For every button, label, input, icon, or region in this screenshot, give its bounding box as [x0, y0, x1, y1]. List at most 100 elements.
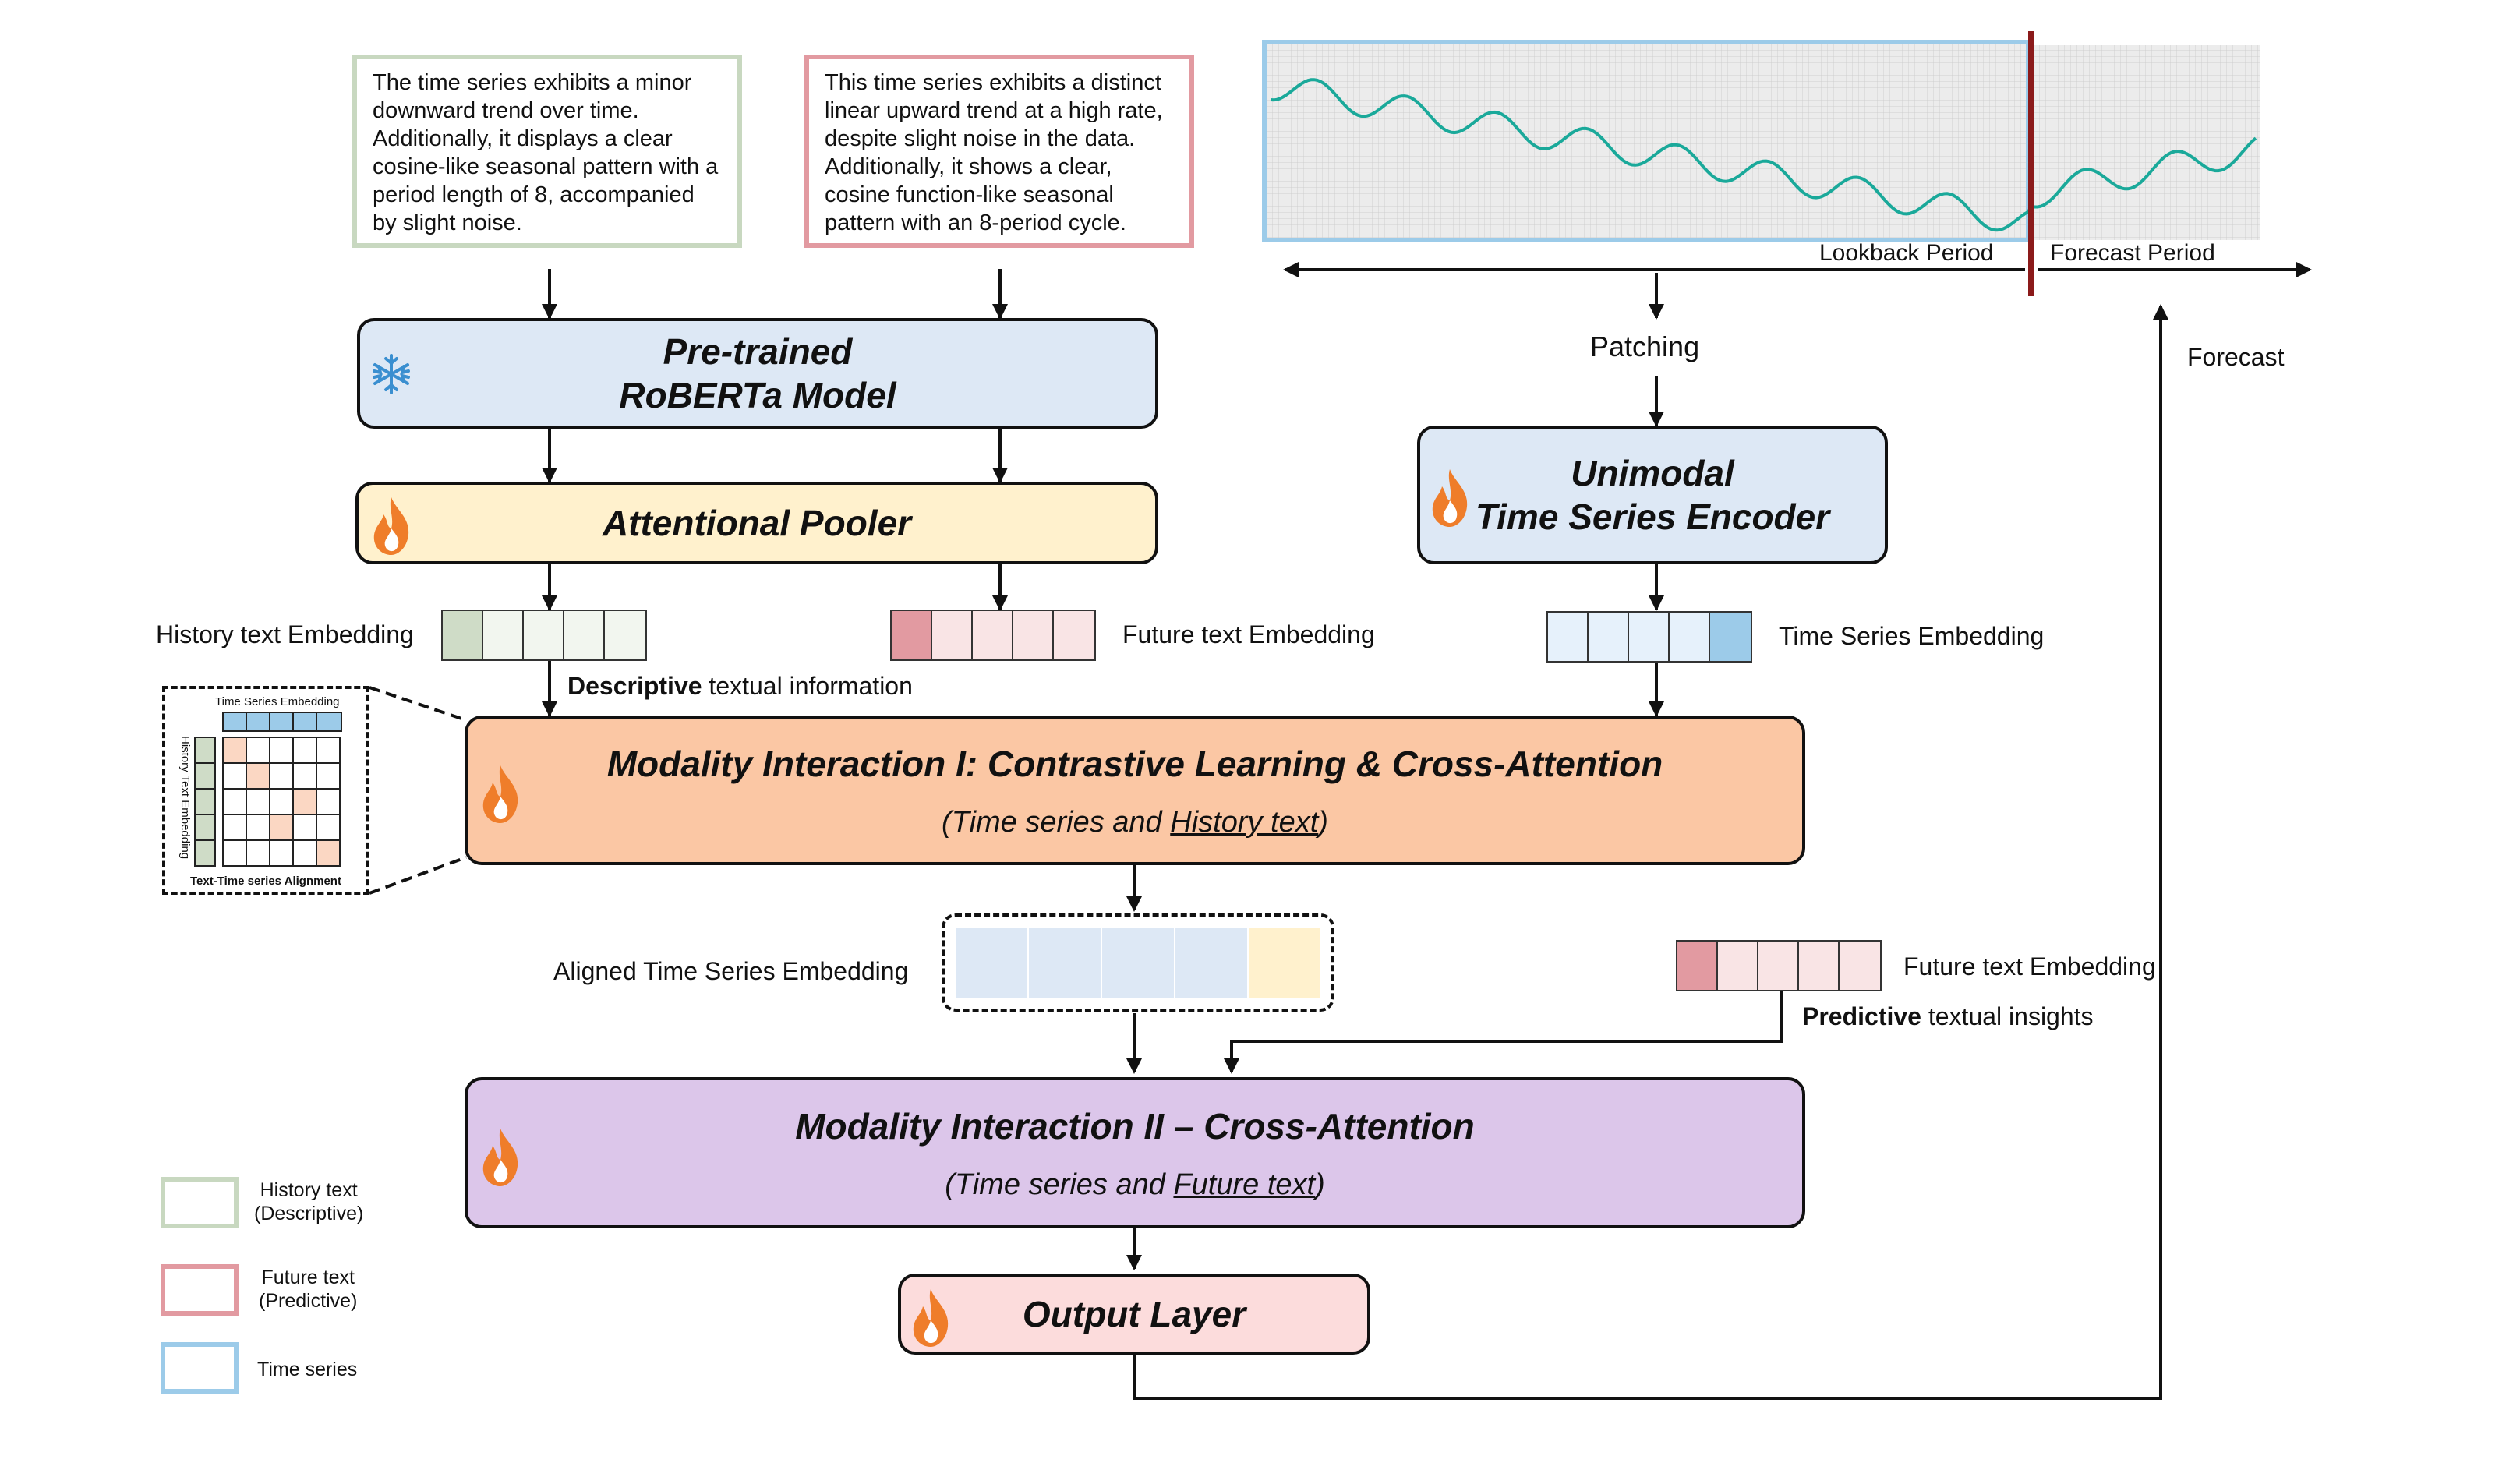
output-layer-block: Output Layer	[898, 1274, 1370, 1355]
emb-cell	[1102, 928, 1175, 998]
inset-connector-top	[369, 686, 467, 722]
history-text-embedding	[441, 610, 647, 661]
inset-bottom-label: Text-Time series Alignment	[190, 874, 341, 888]
flame-icon	[913, 1289, 949, 1347]
emb-cell	[1029, 928, 1102, 998]
time-series-plot	[1262, 31, 2260, 296]
emb-cell	[1054, 611, 1094, 659]
emb-cell	[1175, 928, 1249, 998]
mi2-sub-post: )	[1315, 1168, 1325, 1201]
predictive-label: Predictive textual insights	[1802, 1002, 2094, 1031]
legend-history-swatch	[161, 1177, 239, 1228]
roberta-block: Pre-trained RoBERTa Model	[357, 318, 1158, 429]
descriptive-label: Descriptive textual information	[567, 672, 913, 701]
future-text-box: This time series exhibits a distinct lin…	[804, 55, 1194, 248]
legend-future-label: Future text (Predictive)	[259, 1266, 357, 1313]
predictive-bold: Predictive	[1802, 1002, 1921, 1030]
flame-icon	[373, 497, 409, 555]
legend-ts-label: Time series	[257, 1359, 358, 1380]
emb-cell	[564, 611, 605, 659]
mi2-sub-pre: (Time series and	[945, 1168, 1174, 1201]
flame-icon	[482, 765, 518, 823]
emb-cell	[1677, 942, 1718, 990]
unimodal-encoder-block: Unimodal Time Series Encoder	[1417, 426, 1888, 564]
emb-cell	[1799, 942, 1840, 990]
history-text-box: The time series exhibits a minor downwar…	[352, 55, 742, 248]
legend-history-l1: History text	[260, 1179, 358, 1201]
emb-cell	[892, 611, 932, 659]
aligned-ts-embedding	[942, 913, 1334, 1012]
future-text: This time series exhibits a distinct lin…	[825, 70, 1163, 235]
future-emb2-label: Future text Embedding	[1903, 952, 2156, 980]
emb-cell	[956, 928, 1029, 998]
emb-cell	[932, 611, 973, 659]
mi2-subtitle: (Time series and Future text)	[945, 1168, 1325, 1202]
patching-label: Patching	[1590, 330, 1700, 362]
emb-cell	[483, 611, 524, 659]
modality-interaction-1-block: Modality Interaction I: Contrastive Lear…	[465, 716, 1805, 865]
legend-ts-swatch	[161, 1342, 239, 1394]
output-title: Output Layer	[1022, 1294, 1246, 1334]
emb-cell	[605, 611, 645, 659]
emb-cell	[1548, 613, 1589, 661]
roberta-title-line2: RoBERTa Model	[619, 375, 896, 415]
legend-future-l1: Future text	[261, 1267, 355, 1288]
inset-connector-bottom	[369, 856, 467, 895]
predictive-rest: textual insights	[1921, 1002, 2094, 1030]
emb-cell	[1710, 613, 1751, 661]
encoder-title-line1: Unimodal	[1571, 453, 1734, 493]
emb-cell	[524, 611, 564, 659]
ts-emb-label: Time Series Embedding	[1779, 622, 2045, 650]
emb-cell	[1840, 942, 1880, 990]
emb-cell	[1718, 942, 1758, 990]
emb-cell	[973, 611, 1013, 659]
roberta-title-line1: Pre-trained	[663, 331, 853, 372]
arrow-future-emb-to-mi2	[1224, 988, 1783, 1074]
future-text-embedding-2	[1676, 940, 1882, 991]
series-line	[1270, 78, 2257, 232]
attentional-pooler-block: Attentional Pooler	[355, 482, 1158, 564]
flame-icon	[1432, 469, 1468, 527]
inset-side-label: History Text Embedding	[178, 736, 192, 860]
mi1-subtitle: (Time series and History text)	[942, 806, 1328, 839]
descriptive-rest: textual information	[702, 672, 913, 700]
history-emb-label: History text Embedding	[156, 620, 414, 648]
alignment-inset: Time Series Embedding History Text Embed…	[162, 686, 369, 895]
inset-top-label: Time Series Embedding	[215, 695, 340, 708]
emb-cell	[1758, 942, 1799, 990]
flame-icon	[482, 1129, 518, 1186]
aligned-emb-label: Aligned Time Series Embedding	[553, 957, 909, 985]
forecast-period-label: Forecast Period	[2050, 240, 2215, 266]
mi1-sub-post: )	[1318, 805, 1328, 839]
legend-future-swatch	[161, 1264, 239, 1316]
time-series-embedding	[1546, 611, 1752, 662]
mi1-sub-pre: (Time series and	[942, 805, 1171, 839]
emb-cell	[443, 611, 483, 659]
legend-history-label: History text (Descriptive)	[254, 1178, 363, 1225]
mi2-sub-link: Future text	[1173, 1168, 1316, 1201]
emb-cell	[1670, 613, 1710, 661]
future-emb-label: Future text Embedding	[1122, 620, 1375, 648]
mi1-title: Modality Interaction I: Contrastive Lear…	[606, 743, 1663, 784]
mi1-sub-link: History text	[1170, 805, 1319, 839]
legend-future-l2: (Predictive)	[259, 1290, 358, 1312]
lookback-period-label: Lookback Period	[1819, 240, 1994, 266]
alignment-matrix	[194, 712, 342, 867]
history-text: The time series exhibits a minor downwar…	[373, 70, 719, 235]
encoder-title-line2: Time Series Encoder	[1475, 496, 1830, 537]
arrow-output-to-forecast	[1133, 304, 2168, 1400]
snowflake-icon	[373, 354, 410, 394]
legend-history-l2: (Descriptive)	[254, 1203, 364, 1224]
future-text-embedding	[890, 610, 1096, 661]
descriptive-bold: Descriptive	[567, 672, 702, 700]
forecast-label: Forecast	[2187, 343, 2285, 371]
emb-cell	[1589, 613, 1629, 661]
emb-cell	[1629, 613, 1670, 661]
mi2-title: Modality Interaction II – Cross-Attentio…	[795, 1105, 1475, 1147]
emb-cell	[1013, 611, 1054, 659]
pooler-title: Attentional Pooler	[602, 503, 912, 543]
modality-interaction-2-block: Modality Interaction II – Cross-Attentio…	[465, 1077, 1805, 1228]
emb-cell	[1249, 928, 1320, 998]
